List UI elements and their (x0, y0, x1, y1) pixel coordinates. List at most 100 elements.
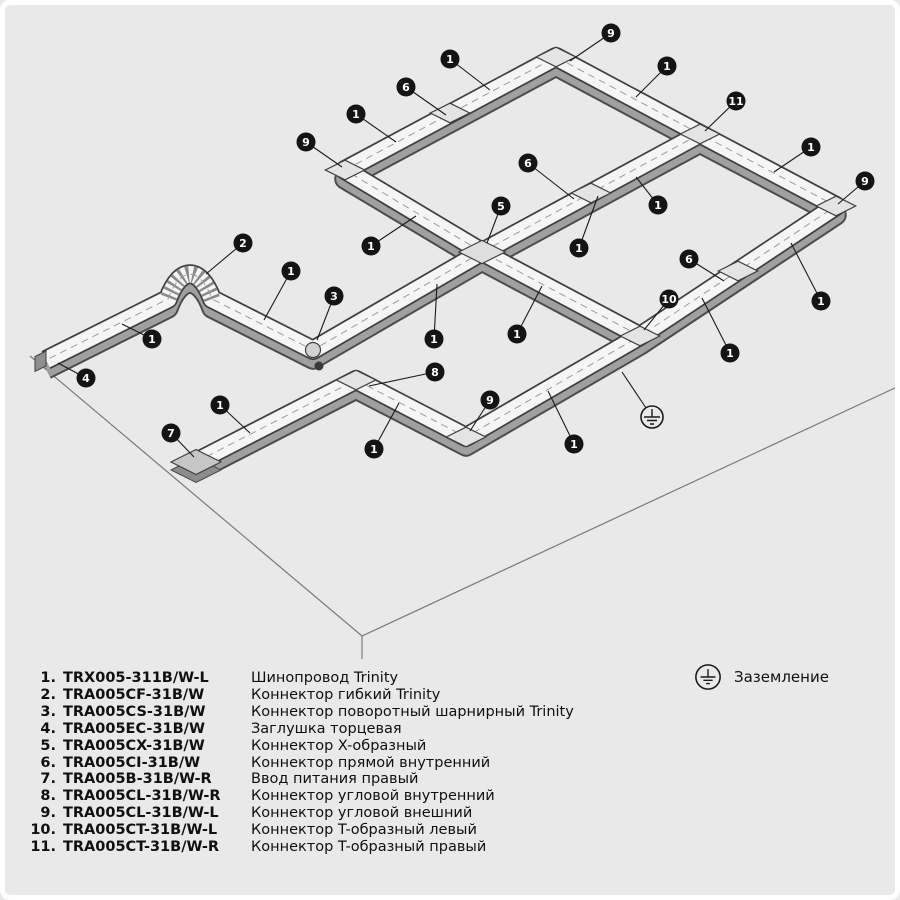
callout-1: 1 (635, 56, 677, 98)
legend-item-desc: Коннектор угловой внутренний (251, 788, 495, 805)
legend-item-number: 4. (40, 720, 56, 737)
outer-corner-connector (444, 426, 488, 448)
outer-corner-connector (814, 195, 858, 217)
svg-text:1: 1 (513, 328, 521, 341)
svg-text:2: 2 (239, 237, 247, 250)
svg-text:5: 5 (497, 200, 505, 213)
svg-text:6: 6 (685, 253, 693, 266)
power-feed (169, 448, 223, 484)
callout-1: 1 (121, 323, 162, 349)
legend-item-desc: Коннектор прямой внутренний (251, 754, 491, 771)
svg-text:11: 11 (728, 95, 743, 108)
surface-edges (29, 355, 898, 659)
svg-text:6: 6 (402, 81, 410, 94)
legend-item-code: TRX005-311B/W-L (63, 670, 209, 686)
callout-1: 1 (440, 49, 491, 91)
svg-text:1: 1 (817, 295, 825, 308)
callout-1: 1 (701, 297, 740, 363)
callout-3: 3 (316, 286, 344, 341)
svg-text:1: 1 (367, 240, 375, 253)
callout-9: 9 (296, 132, 343, 168)
legend-item-code: TRA005CL-31B/W-R (63, 788, 221, 805)
svg-text:10: 10 (661, 293, 677, 306)
legend-item-desc: Заглушка торцевая (251, 720, 402, 737)
callout-6: 6 (396, 77, 447, 116)
svg-text:4: 4 (82, 372, 90, 385)
legend-item-code: TRA005CX-31B/W (63, 737, 205, 754)
callout-1: 1 (364, 402, 400, 459)
svg-text:1: 1 (216, 399, 224, 412)
callout-5: 5 (486, 196, 511, 244)
inner-corner-connector (334, 369, 378, 391)
svg-text:1: 1 (654, 199, 662, 212)
svg-text:1: 1 (352, 108, 360, 121)
callout-1: 1 (346, 104, 397, 143)
callout-1: 1 (773, 137, 821, 173)
callout-1: 1 (547, 390, 584, 454)
legend-item-number: 3. (40, 703, 56, 720)
svg-text:9: 9 (302, 136, 310, 149)
callout-6: 6 (679, 249, 725, 282)
legend-item-number: 1. (40, 670, 56, 686)
legend-item-desc: Ввод питания правый (251, 771, 419, 788)
svg-text:1: 1 (430, 333, 438, 346)
svg-text:9: 9 (607, 27, 615, 40)
grounding-label: Заземление (734, 668, 829, 686)
callout-6: 6 (518, 153, 575, 200)
connector-pieces (323, 46, 858, 448)
callout-9: 9 (837, 171, 875, 205)
callout-1: 1 (210, 395, 251, 434)
legend-item-desc: Коннектор поворотный шарнирный Trinity (251, 703, 574, 720)
swivel-connector (304, 341, 324, 371)
x-connector (457, 239, 507, 265)
svg-text:1: 1 (148, 333, 156, 346)
straight-connector (428, 102, 472, 124)
svg-text:1: 1 (287, 265, 295, 278)
t-connector-left (618, 325, 662, 347)
legend-item-number: 6. (40, 754, 56, 771)
legend-item-desc: Коннектор гибкий Trinity (251, 686, 441, 703)
legend-item-desc: Коннектор T-образный левый (251, 822, 477, 839)
svg-text:1: 1 (446, 53, 454, 66)
legend-item-number: 8. (40, 788, 56, 805)
legend-item-number: 7. (40, 771, 56, 788)
svg-text:1: 1 (807, 141, 815, 154)
legend-item-desc: Коннектор угловой внешний (251, 805, 473, 822)
legend-item-code: TRA005CF-31B/W (63, 686, 205, 703)
grounding-icon (695, 664, 721, 690)
callout-9: 9 (469, 390, 500, 432)
legend-item-code: TRA005CT-31B/W-L (63, 822, 218, 839)
callout-9: 9 (569, 23, 621, 62)
straight-connector (569, 182, 613, 204)
legend-item-code: TRA005CL-31B/W-L (63, 805, 219, 822)
svg-text:9: 9 (486, 394, 494, 407)
svg-text:1: 1 (663, 60, 671, 73)
svg-text:1: 1 (726, 347, 734, 360)
legend-item-code: TRA005CT-31B/W-R (63, 839, 220, 856)
callout-1: 1 (635, 176, 668, 215)
svg-text:7: 7 (167, 427, 175, 440)
callout-1: 1 (507, 285, 543, 344)
svg-text:6: 6 (524, 157, 532, 170)
callout-1: 1 (790, 242, 831, 311)
legend-row: 1. TRX005-311B/W-L Шинопровод Trinity (30, 670, 574, 687)
legend-item-desc: Шинопровод Trinity (251, 670, 399, 686)
callout-10: 10 (643, 289, 679, 331)
legend-item-code: TRA005CS-31B/W (63, 703, 206, 720)
callout-11: 11 (704, 91, 746, 132)
legend-item-desc: Коннектор X-образный (251, 737, 427, 754)
svg-text:1: 1 (370, 443, 378, 456)
legend-item-number: 11. (30, 839, 56, 856)
legend-row: 3. TRA005CS-31B/W Коннектор поворотный шар… (30, 703, 574, 721)
legend-item-desc: Коннектор T-образный правый (251, 839, 487, 856)
